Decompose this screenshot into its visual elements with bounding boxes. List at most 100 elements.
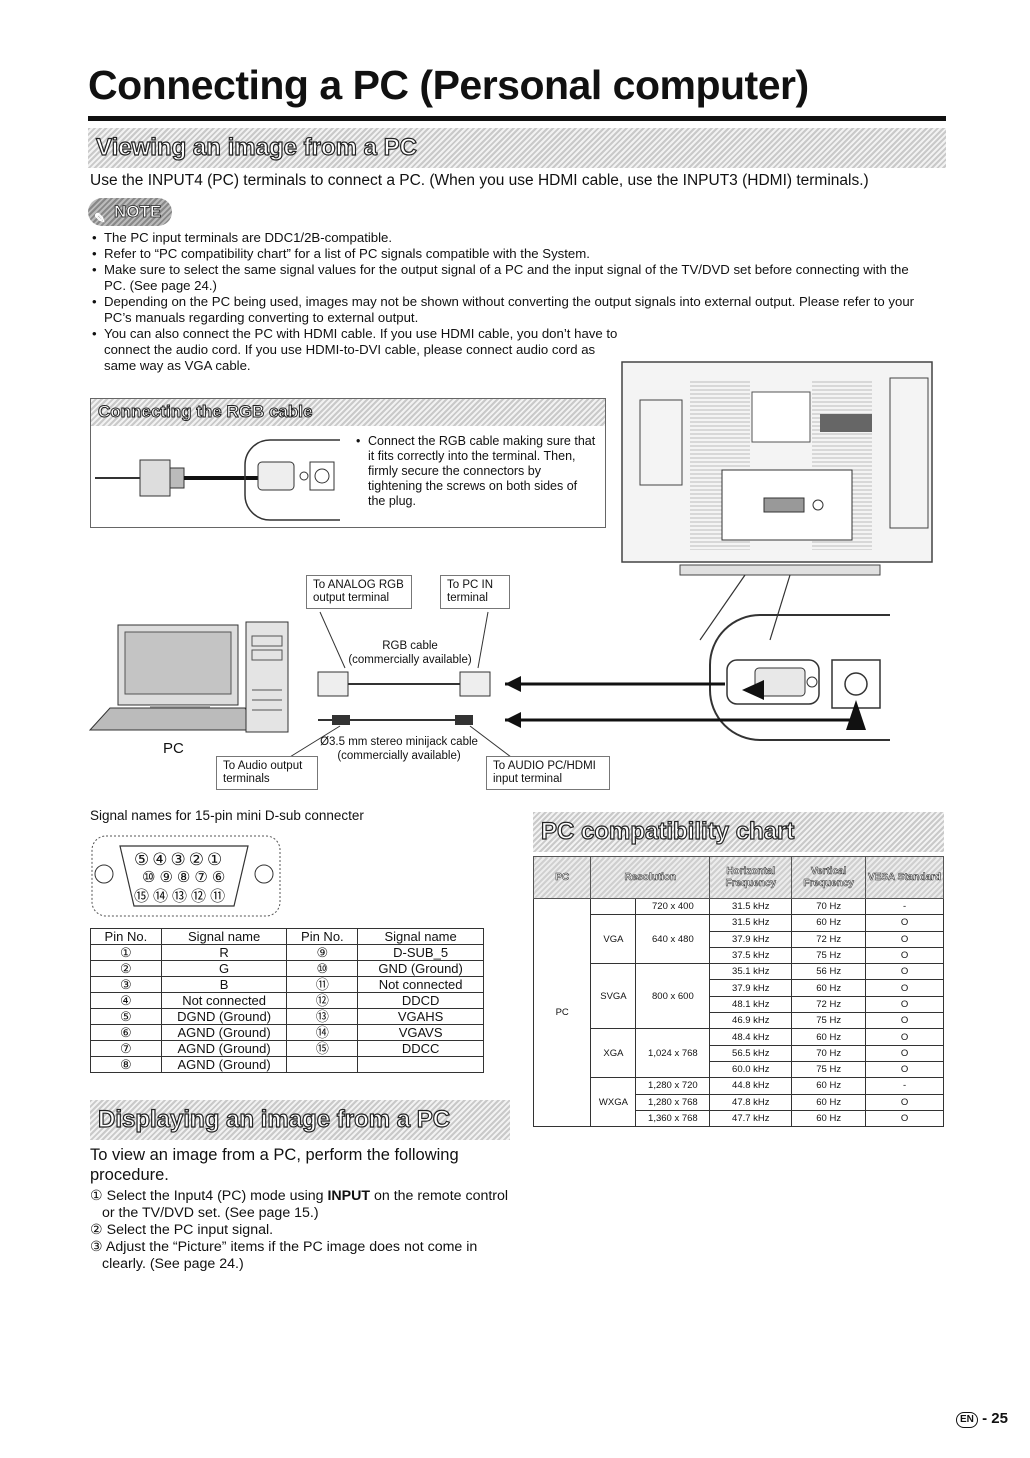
connection-diagram (88, 361, 933, 761)
pin-12: ⑫ (191, 888, 211, 905)
table-cell: 48.1 kHz (709, 995, 793, 1014)
table-cell: 37.9 kHz (709, 979, 793, 997)
table-cell: 35.1 kHz (709, 963, 793, 981)
rgb-cable-note: (commercially available) (348, 654, 472, 666)
tv-input-panel (709, 614, 890, 741)
to-analog-rgb-callout: To ANALOG RGB output terminal (306, 575, 412, 609)
list-item: Make sure to select the same signal valu… (90, 262, 930, 294)
table-cell: ⑪ (286, 976, 359, 993)
pin-6: ⑥ (211, 869, 230, 886)
table-cell: 60.0 kHz (709, 1060, 793, 1079)
column-header: Pin No. (90, 928, 162, 945)
table-cell: 60 Hz (791, 1028, 867, 1046)
to-audio-pc-hdmi-callout: To AUDIO PC/HDMI input terminal (486, 756, 610, 790)
table-cell: O (865, 946, 944, 965)
table-cell: O (865, 1109, 944, 1128)
table-cell: O (865, 995, 944, 1014)
table-row: WXGA 1,280 x 720 44.8 kHz 60 Hz - (534, 1077, 944, 1128)
table-cell: G (160, 960, 288, 977)
step-1-button-name: INPUT (327, 1188, 371, 1204)
table-cell: 1,360 x 768 (635, 1109, 711, 1128)
table-cell: 31.5 kHz (709, 897, 793, 916)
table-cell: 37.9 kHz (709, 930, 793, 948)
table-row: PC 720 x 400 31.5 kHz 70 Hz - (532, 897, 944, 1128)
table-cell: 72 Hz (791, 995, 867, 1014)
table-cell: O (865, 963, 944, 981)
table-cell: ⑬ (286, 1008, 359, 1025)
pin-2: ② (188, 850, 207, 869)
table-cell: ⑨ (286, 944, 359, 961)
table-cell: 1,280 x 768 (635, 1093, 711, 1111)
rgb-cable-heading: Connecting the RGB cable (90, 398, 606, 426)
table-cell: 75 Hz (791, 1060, 867, 1079)
column-header: Signal name (357, 928, 484, 945)
table-cell: ⑮ (286, 1040, 359, 1057)
table-cell: Not connected (357, 976, 484, 993)
to-pc-in-callout: To PC IN terminal (440, 575, 510, 609)
table-header-row: PC Resolution Horizontal Frequency Verti… (532, 856, 944, 899)
compat-table: PC Resolution Horizontal Frequency Verti… (532, 856, 944, 1128)
pin-15: ⑮ (134, 888, 154, 905)
pencil-icon: ✎ (94, 210, 106, 226)
list-item: Refer to “PC compatibility chart” for a … (90, 246, 930, 262)
pin-14: ⑭ (153, 888, 173, 905)
pc-label: PC (163, 740, 184, 757)
table-row: 48.1 kHz 72 Hz O (534, 995, 944, 1014)
table-cell: - (865, 1077, 944, 1095)
table-cell: 46.9 kHz (709, 1012, 793, 1030)
table-cell: 56 Hz (791, 963, 867, 981)
table-cell: 47.8 kHz (709, 1093, 793, 1111)
pc-illustration (88, 621, 289, 733)
displaying-heading: Displaying an image from a PC (90, 1100, 510, 1140)
table-cell: AGND (Ground) (160, 1040, 288, 1057)
page-number: EN - 25 (956, 1410, 1008, 1428)
table-cell: ① (90, 944, 162, 961)
table-cell: 60 Hz (791, 1109, 867, 1128)
list-item: Depending on the PC being used, images m… (90, 294, 930, 326)
page-number-text: - 25 (982, 1410, 1008, 1427)
connector-pins-top: ⑤④③②① (134, 850, 264, 870)
table-cell: R (160, 944, 288, 961)
table-cell: 37.5 kHz (709, 946, 793, 965)
table-cell: 60 Hz (791, 979, 867, 997)
table-cell: ⑩ (286, 960, 359, 977)
table-cell: O (865, 979, 944, 997)
table-cell: AGND (Ground) (160, 1056, 288, 1073)
title-rule (88, 116, 946, 121)
column-header: Resolution (590, 856, 711, 899)
table-cell: ③ (90, 976, 162, 993)
compat-heading: PC compatibility chart (533, 812, 944, 852)
column-header: Vertical Frequency (791, 856, 867, 899)
table-cell: ② (90, 960, 162, 977)
table-cell: VGAVS (357, 1024, 484, 1041)
table-header-row: Pin No. Signal name Pin No. Signal name (90, 928, 484, 945)
minijack-label: Ø3.5 mm stereo minijack cable (320, 736, 478, 748)
pin-13: ⑬ (172, 888, 192, 905)
table-cell: ⑥ (90, 1024, 162, 1041)
note-badge: ✎NOTE (88, 198, 172, 226)
pin-11: ⑪ (210, 888, 230, 905)
language-badge: EN (956, 1412, 978, 1428)
pin-4: ④ (152, 850, 171, 869)
table-cell: AGND (Ground) (160, 1024, 288, 1041)
table-cell: 70 Hz (791, 1044, 867, 1062)
table-cell: - (865, 897, 944, 916)
step-1-text-end: on the remote control or the TV/DVD set.… (102, 1188, 509, 1221)
table-cell (590, 897, 637, 916)
table-cell: ④ (90, 992, 162, 1009)
column-header: VESA Standard (865, 856, 944, 899)
table-cell: O (865, 914, 944, 932)
table-cell: ⑦ (90, 1040, 162, 1057)
table-cell: 44.8 kHz (709, 1077, 793, 1095)
table-cell: 31.5 kHz (709, 914, 793, 932)
signal-caption: Signal names for 15-pin mini D-sub conne… (90, 808, 364, 823)
rgb-plug-illustration (95, 439, 340, 521)
pin-3: ③ (170, 850, 189, 869)
dsub-connector-illustration (91, 835, 281, 917)
table-row: 37.9 kHz 60 Hz O (534, 979, 944, 997)
